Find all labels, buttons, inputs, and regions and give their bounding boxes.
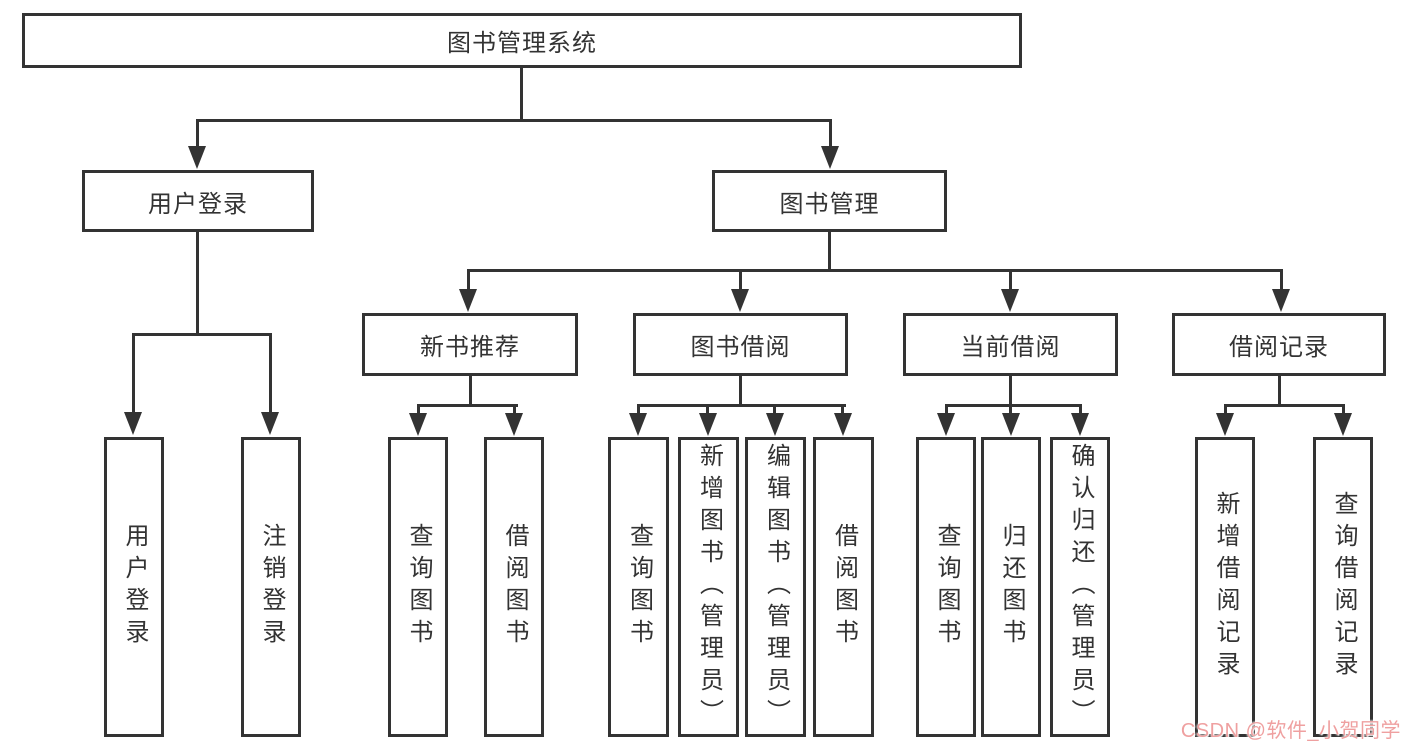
connector-drop [196, 119, 199, 148]
leaf-bb-edit-books: 编辑图书（管理员） [745, 437, 806, 737]
leaf-cb-confirm-return-label: 确认归还（管理员） [1067, 443, 1094, 731]
connector-drop [1079, 404, 1082, 415]
connector-drop [1224, 404, 1227, 415]
leaf-nb-query-books: 查询图书 [388, 437, 448, 737]
leaf-bb-add-books-label: 新增图书（管理员） [695, 443, 723, 731]
arrow-down-icon [1071, 413, 1089, 436]
arrow-down-icon [937, 413, 955, 436]
node-book-management: 图书管理 [712, 170, 947, 232]
connector-drop [945, 404, 948, 415]
connector-drop [513, 404, 516, 415]
leaf-br-add-record-label: 新增借阅记录 [1212, 491, 1239, 683]
arrow-down-icon [1216, 413, 1234, 436]
leaf-br-add-record: 新增借阅记录 [1195, 437, 1255, 737]
arrow-down-icon [629, 413, 647, 436]
leaf-bb-borrow-books-label: 借阅图书 [830, 523, 858, 651]
arrow-down-icon [459, 289, 477, 312]
leaf-bb-query-books-label: 查询图书 [625, 523, 653, 651]
leaf-bb-query-books: 查询图书 [608, 437, 669, 737]
arrow-down-icon [699, 413, 717, 436]
arrow-down-icon [188, 146, 206, 169]
node-user-login: 用户登录 [82, 170, 314, 232]
leaf-bb-borrow-books: 借阅图书 [813, 437, 874, 737]
connector-stem [739, 376, 742, 406]
leaf-nb-borrow-books-label: 借阅图书 [501, 523, 528, 651]
connector-bar [1224, 404, 1345, 407]
connector-stem [520, 66, 523, 122]
arrow-down-icon [1334, 413, 1352, 436]
connector-bar [132, 333, 272, 336]
arrow-down-icon [1002, 413, 1020, 436]
connector-bar [945, 404, 1082, 407]
arrow-down-icon [834, 413, 852, 436]
arrow-down-icon [766, 413, 784, 436]
connector-drop [132, 333, 135, 414]
arrow-down-icon [731, 289, 749, 312]
node-new-book-recommend-label: 新书推荐 [420, 334, 520, 361]
connector-stem [196, 232, 199, 335]
connector-drop [773, 404, 776, 415]
node-borrow-records-label: 借阅记录 [1229, 334, 1329, 361]
leaf-bb-add-books: 新增图书（管理员） [678, 437, 739, 737]
node-book-management-label: 图书管理 [779, 190, 880, 218]
leaf-logout: 注销登录 [241, 437, 301, 737]
connector-drop [1009, 269, 1012, 291]
connector-drop [1342, 404, 1345, 415]
connector-drop [829, 119, 832, 148]
node-user-login-label: 用户登录 [148, 190, 248, 218]
node-book-borrow: 图书借阅 [633, 313, 848, 376]
node-current-borrow: 当前借阅 [903, 313, 1118, 376]
leaf-user-login: 用户登录 [104, 437, 164, 737]
node-root-label: 图书管理系统 [447, 30, 597, 57]
arrow-down-icon [1001, 289, 1019, 312]
leaf-cb-query-books-label: 查询图书 [933, 523, 960, 651]
connector-stem [469, 376, 472, 406]
leaf-cb-confirm-return: 确认归还（管理员） [1050, 437, 1110, 737]
leaf-user-login-label: 用户登录 [121, 523, 148, 651]
connector-drop [637, 404, 640, 415]
connector-stem [1009, 376, 1012, 406]
connector-bar [196, 119, 832, 122]
watermark: CSDN @软件_小贺同学 [1180, 720, 1401, 742]
connector-stem [828, 232, 831, 271]
node-book-borrow-label: 图书借阅 [690, 334, 791, 361]
connector-drop [1280, 269, 1283, 291]
arrow-down-icon [261, 412, 279, 435]
arrow-down-icon [1272, 289, 1290, 312]
connector-drop [706, 404, 709, 415]
leaf-cb-return-books: 归还图书 [981, 437, 1041, 737]
connector-stem [1278, 376, 1281, 406]
node-new-book-recommend: 新书推荐 [362, 313, 578, 376]
arrow-down-icon [124, 412, 142, 435]
connector-drop [1009, 404, 1012, 415]
leaf-cb-return-books-label: 归还图书 [998, 523, 1025, 651]
arrow-down-icon [409, 413, 427, 436]
arrow-down-icon [505, 413, 523, 436]
connector-drop [417, 404, 420, 415]
connector-drop [467, 269, 470, 291]
node-root: 图书管理系统 [22, 13, 1022, 68]
connector-drop [739, 269, 742, 291]
connector-bar [417, 404, 518, 407]
leaf-cb-query-books: 查询图书 [916, 437, 976, 737]
leaf-nb-query-books-label: 查询图书 [405, 523, 432, 651]
connector-bar [637, 404, 846, 407]
arrow-down-icon [821, 146, 839, 169]
leaf-br-query-record-label: 查询借阅记录 [1330, 491, 1357, 683]
node-borrow-records: 借阅记录 [1172, 313, 1386, 376]
connector-drop [269, 333, 272, 414]
node-current-borrow-label: 当前借阅 [960, 334, 1061, 361]
leaf-br-query-record: 查询借阅记录 [1313, 437, 1373, 737]
leaf-nb-borrow-books: 借阅图书 [484, 437, 544, 737]
connector-drop [841, 404, 844, 415]
leaf-logout-label: 注销登录 [258, 523, 285, 651]
connector-bar [467, 269, 1283, 272]
leaf-bb-edit-books-label: 编辑图书（管理员） [762, 443, 790, 731]
